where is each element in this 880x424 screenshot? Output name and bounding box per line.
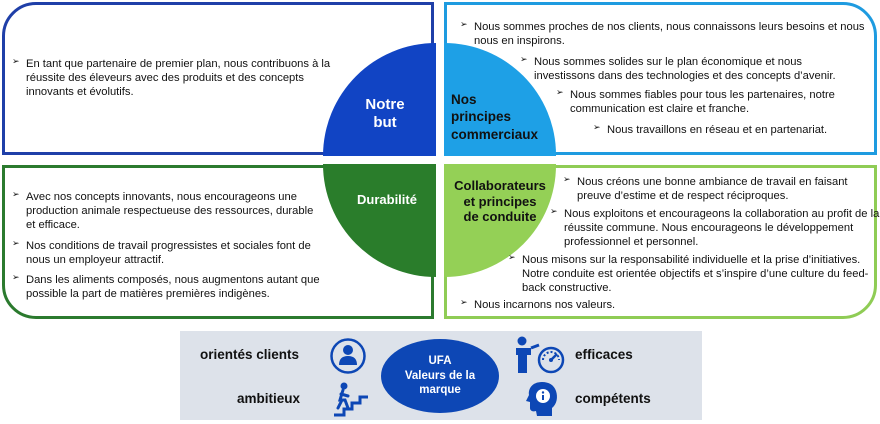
- list-item: Nos conditions de travail progressistes …: [12, 239, 322, 267]
- value-customer: orientés clients: [200, 347, 300, 362]
- head-info-icon: [526, 382, 557, 416]
- value-competent: compétents: [575, 391, 651, 406]
- list-item: Dans les aliments composés, nous augment…: [12, 273, 322, 301]
- list-item: Nous misons sur la responsabilité indivi…: [508, 253, 877, 296]
- brand-values-center: UFA Valeurs de la marque: [381, 339, 499, 413]
- brand-center-label: UFA Valeurs de la marque: [404, 355, 476, 397]
- goal-label: Notre but: [365, 96, 405, 131]
- value-ambitious: ambitieux: [237, 391, 301, 406]
- list-item: Nous travaillons en réseau et en partena…: [593, 123, 877, 137]
- business-label: Nos principes commerciaux: [451, 92, 539, 142]
- list-item: Nous sommes proches de nos clients, nous…: [460, 20, 874, 48]
- value-efficient: efficaces: [575, 347, 633, 362]
- list-item: Nous sommes solides sur le plan économiq…: [520, 55, 864, 83]
- list-item: Nous créons une bonne ambiance de travai…: [563, 175, 880, 203]
- person-circle-icon: [330, 338, 366, 374]
- list-item: Nous exploitons et encourageons la colla…: [550, 207, 880, 250]
- employees-label: Collaborateurs et principes de conduite: [454, 178, 546, 225]
- goal-list: En tant que partenaire de premier plan, …: [12, 57, 332, 106]
- stairs-climber-icon: [334, 382, 368, 417]
- list-item: Nous sommes fiables pour tous les parten…: [556, 88, 870, 116]
- sustainability-label: Durabilité: [357, 192, 417, 207]
- list-item: Avec nos concepts innovants, nous encour…: [12, 190, 322, 233]
- list-item: En tant que partenaire de premier plan, …: [12, 57, 332, 100]
- sustainability-list: Avec nos concepts innovants, nous encour…: [12, 190, 322, 308]
- list-item: Nous incarnons nos valeurs.: [460, 298, 774, 312]
- person-speedometer-icon: [516, 336, 565, 374]
